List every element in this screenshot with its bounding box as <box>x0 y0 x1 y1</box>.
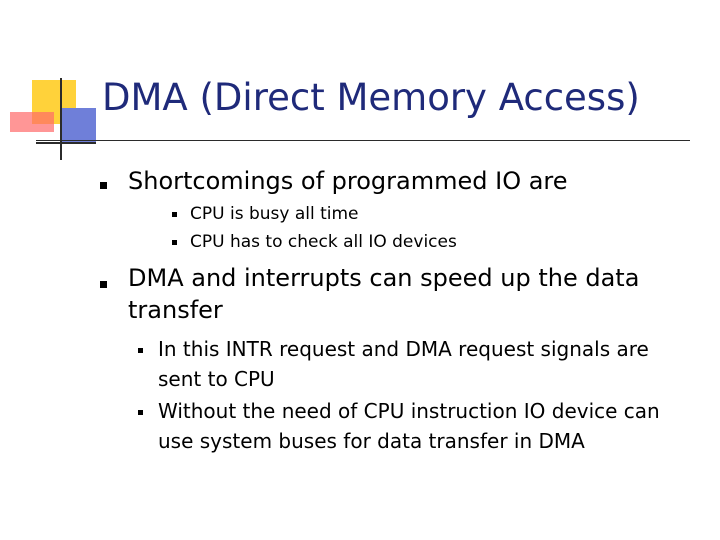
vertical-line <box>60 78 62 160</box>
sub-bullet-text: In this INTR request and DMA request sig… <box>158 337 649 391</box>
sub-bullet-square-icon <box>138 348 143 353</box>
sub-bullet-square-icon <box>138 410 143 415</box>
bullet-square-icon <box>100 182 107 189</box>
sub-bullet-text: Without the need of CPU instruction IO d… <box>158 399 660 453</box>
sub-bullet-text: CPU has to check all IO devices <box>190 232 457 252</box>
blue-square <box>60 108 96 144</box>
horizontal-line <box>36 142 96 144</box>
slide-title: DMA (Direct Memory Access) <box>102 76 640 119</box>
sub-bullet-square-icon <box>172 212 177 217</box>
title-divider <box>36 140 690 141</box>
logo-decoration-icon <box>0 0 110 170</box>
sub-bullet-square-icon <box>172 240 177 245</box>
bullet-text: DMA and interrupts can speed up the data… <box>128 264 640 324</box>
bullet-square-icon <box>100 281 107 288</box>
sub-bullet-text: CPU is busy all time <box>190 204 359 224</box>
red-bar <box>10 112 54 132</box>
bullet-text: Shortcomings of programmed IO are <box>128 167 568 195</box>
